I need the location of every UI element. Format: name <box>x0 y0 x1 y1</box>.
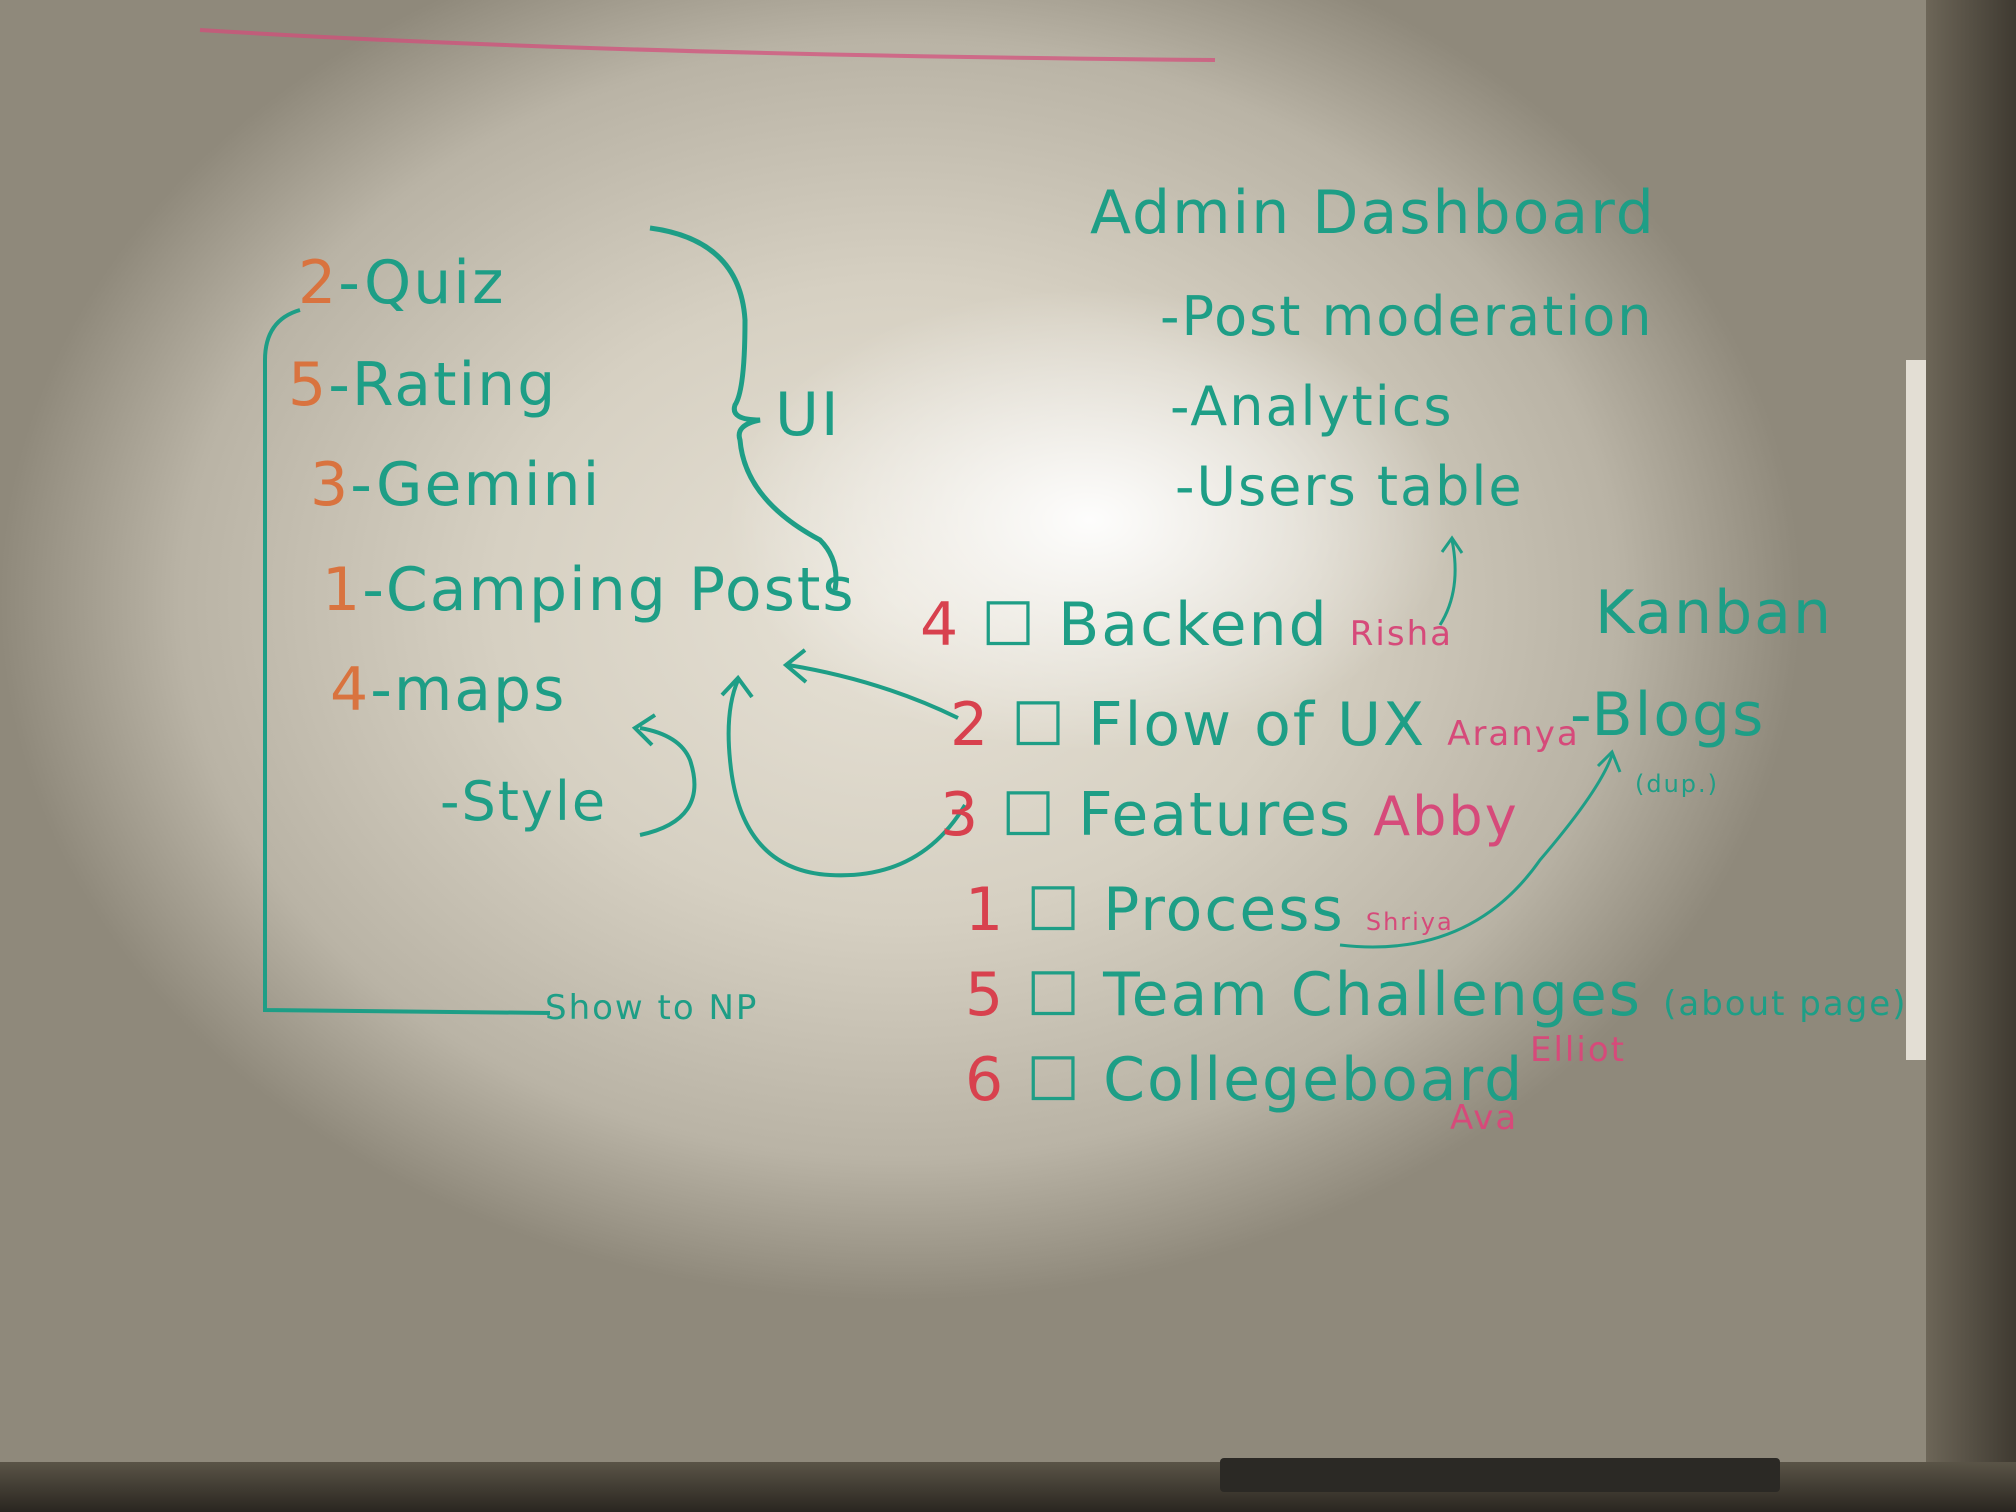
marker-tray <box>1220 1458 1780 1492</box>
process-arrow <box>1339 754 1614 949</box>
checkbox-icon: ☐ <box>1026 875 1083 945</box>
task-owner-ava: Ava <box>1450 1098 1519 1138</box>
top-red-line <box>199 28 1216 62</box>
task-priority: 5 <box>965 960 1006 1030</box>
task-owner: Abby <box>1373 785 1519 848</box>
task-owner: Aranya <box>1447 714 1580 754</box>
admin-item-post-moderation: -Post moderation <box>1160 285 1654 348</box>
task-label: Backend <box>1058 590 1329 660</box>
task-label: Collegeboard <box>1103 1045 1525 1115</box>
task-row: 2 ☐ Flow of UX Aranya <box>950 690 1580 760</box>
left-item-number: 3 <box>310 450 351 520</box>
task-priority: 6 <box>965 1045 1006 1115</box>
task-label: Team Challenges <box>1103 960 1643 1030</box>
left-item-label: -maps <box>370 655 567 725</box>
left-item-3: 3-Gemini <box>310 450 601 520</box>
checkbox-icon: ☐ <box>1001 780 1058 850</box>
left-item-5: 4-maps <box>330 655 566 725</box>
kanban-blogs: -Blogs <box>1570 680 1766 750</box>
whiteboard <box>0 0 1950 1470</box>
features-arrow-head <box>720 674 754 699</box>
left-item-2: 5-Rating <box>288 350 557 420</box>
process-arrow-head <box>1596 749 1622 773</box>
task-owner: Risha <box>1349 614 1453 654</box>
features-arrow <box>726 679 967 878</box>
left-item-label: -Gemini <box>350 450 602 520</box>
task-row: 5 ☐ Team Challenges (about page) <box>965 960 1907 1030</box>
task-priority: 4 <box>920 590 961 660</box>
style-arrow-head <box>631 713 657 747</box>
left-item-number: 4 <box>330 655 371 725</box>
left-item-number: 1 <box>322 555 363 625</box>
left-item-4: 1-Camping Posts <box>322 555 856 625</box>
left-item-number: 2 <box>298 248 339 318</box>
flow-arrow-head <box>782 648 808 684</box>
left-item-label: -Camping Posts <box>362 555 856 625</box>
left-item-1: 2-Quiz <box>298 248 505 318</box>
checkbox-icon: ☐ <box>1026 960 1083 1030</box>
ui-brace <box>649 225 839 591</box>
checkbox-icon: ☐ <box>1011 690 1068 760</box>
admin-title: Admin Dashboard <box>1090 178 1656 248</box>
style-sub-item: -Style <box>440 770 608 833</box>
task-label: Flow of UX <box>1088 690 1427 760</box>
task-row: 6 ☐ Collegeboard <box>965 1045 1524 1115</box>
task-row: 3 ☐ Features Abby <box>940 780 1519 850</box>
task-owner-elliot: Elliot <box>1530 1030 1626 1070</box>
admin-item-users-table: -Users table <box>1175 455 1524 518</box>
task-priority: 1 <box>965 875 1006 945</box>
task-priority: 2 <box>950 690 991 760</box>
task-label: Features <box>1078 780 1353 850</box>
task-row: 4 ☐ Backend Risha <box>920 590 1453 660</box>
whiteboard-frame-right <box>1926 0 2016 1512</box>
task-owner: Shriya <box>1365 908 1454 936</box>
left-item-label: -Rating <box>328 350 558 420</box>
task-row: 1 ☐ Process Shriya <box>965 875 1454 945</box>
kanban-title: Kanban <box>1595 578 1833 648</box>
task-label: Process <box>1103 875 1345 945</box>
checkbox-icon: ☐ <box>1026 1045 1083 1115</box>
risha-arrow <box>1438 539 1457 626</box>
left-item-number: 5 <box>288 350 329 420</box>
show-to-np: Show to NP <box>545 988 759 1028</box>
flow-arrow <box>787 663 959 720</box>
left-bracket <box>263 308 551 1015</box>
risha-arrow-head <box>1440 535 1464 554</box>
left-item-label: -Quiz <box>338 248 506 318</box>
kanban-dup-note: (dup.) <box>1635 770 1720 798</box>
task-priority: 3 <box>940 780 981 850</box>
admin-item-analytics: -Analytics <box>1170 375 1454 438</box>
style-arrow <box>639 726 697 837</box>
task-note: (about page) <box>1663 984 1908 1024</box>
ui-brace-label: UI <box>775 380 841 450</box>
checkbox-icon: ☐ <box>981 590 1038 660</box>
